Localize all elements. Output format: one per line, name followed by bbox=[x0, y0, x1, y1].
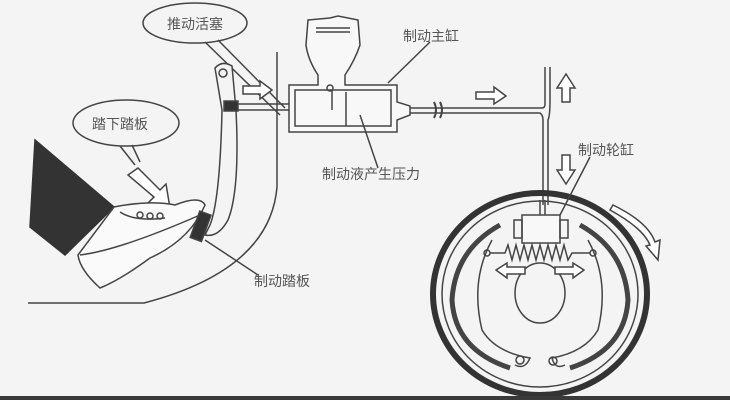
rotation-arrow-icon bbox=[608, 204, 661, 262]
up-arrow-icon bbox=[555, 72, 577, 103]
expand-left-arrow-icon bbox=[494, 261, 526, 280]
leg-shape bbox=[29, 138, 116, 257]
label-push-piston: 推动活塞 bbox=[167, 17, 223, 33]
expand-right-arrow-icon bbox=[554, 261, 586, 280]
return-spring bbox=[490, 242, 590, 263]
shoe bbox=[77, 199, 206, 289]
master-cylinder bbox=[288, 15, 411, 133]
callout-push-piston bbox=[142, 2, 286, 116]
firewall-line bbox=[28, 52, 278, 304]
flow-arrow-icon bbox=[475, 85, 508, 106]
label-brake-pedal: 制动踏板 bbox=[254, 274, 310, 290]
brake-line bbox=[410, 67, 551, 205]
brake-pedal-arm bbox=[189, 62, 239, 243]
label-press-pedal: 踏下踏板 bbox=[92, 117, 148, 133]
callout-press-pedal bbox=[72, 99, 180, 209]
push-arrow-icon bbox=[242, 79, 274, 101]
label-wheel-cylinder: 制动轮缸 bbox=[578, 143, 634, 159]
label-master-cylinder: 制动主缸 bbox=[403, 29, 459, 45]
down-arrow-icon bbox=[555, 154, 577, 186]
press-arrow-icon bbox=[126, 167, 171, 209]
label-fluid-pressure: 制动液产生压力 bbox=[322, 167, 420, 183]
brake-drum bbox=[430, 190, 650, 398]
bottom-edge-bar bbox=[0, 396, 730, 400]
